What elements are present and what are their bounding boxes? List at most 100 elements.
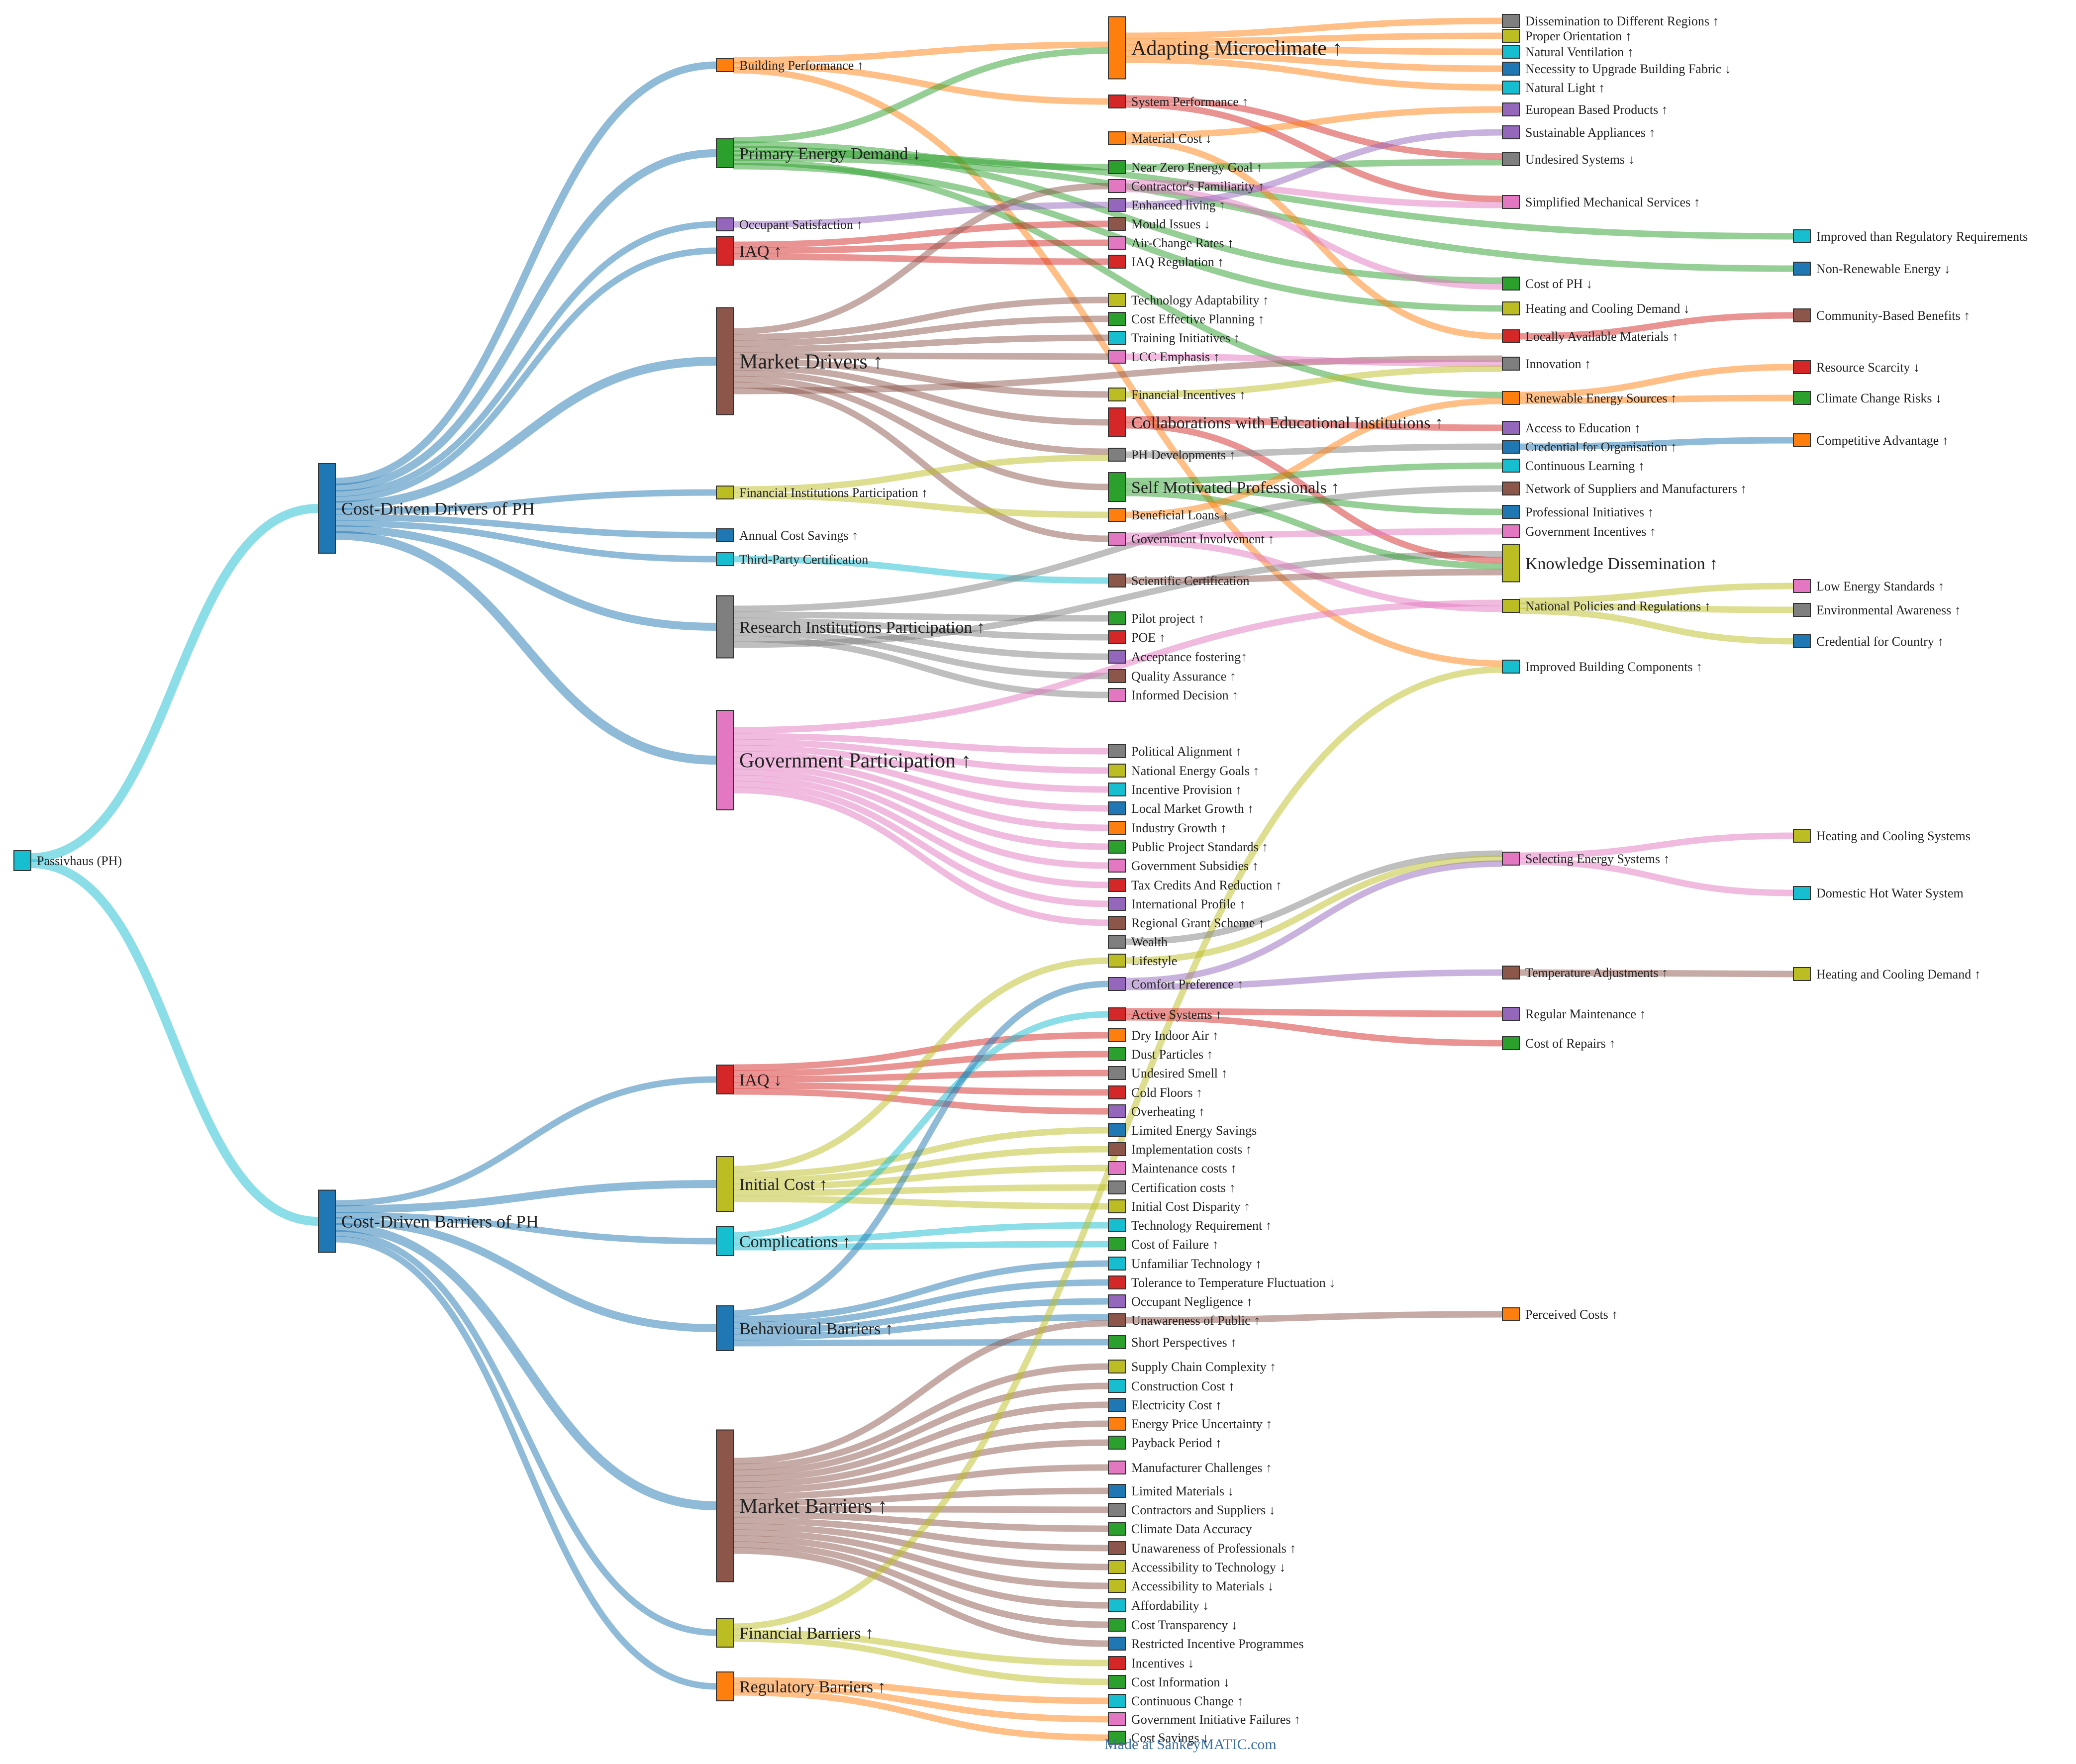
link-drv-to-iaq1: [335, 247, 717, 503]
link-mb-to-aff: [733, 1535, 1109, 1609]
node-label-cda: Climate Data Accuracy: [1131, 1522, 1252, 1536]
node-mi: [1108, 217, 1126, 231]
node-lam: [1502, 329, 1520, 343]
node-label-coph: Cost of PH ↓: [1525, 277, 1592, 291]
node-label-ls: Lifestyle: [1131, 954, 1177, 968]
node-po: [1502, 29, 1520, 43]
node-label-usm: Undesired Smell ↑: [1131, 1066, 1228, 1080]
link-mb-to-ripr: [733, 1547, 1109, 1647]
link-drv-to-rip: [335, 525, 717, 631]
node-label-pc: Perceived Costs ↑: [1525, 1307, 1618, 1322]
node-drv: [318, 463, 336, 554]
node-cei: [1108, 407, 1126, 437]
node-label-ped: Primary Energy Demand ↓: [739, 145, 921, 163]
link-fb-to-ci: [733, 1635, 1109, 1685]
node-fip: [716, 486, 734, 499]
node-label-lam: Locally Available Materials ↑: [1525, 329, 1679, 344]
link-npr-to-lesd: [1519, 583, 1794, 604]
link-comp-to-as: [733, 1011, 1109, 1239]
link-md-to-ti: [733, 334, 1109, 353]
node-iaqr: [1108, 255, 1126, 269]
link-ph-to-bar: [30, 859, 319, 1226]
link-lam-to-cbb: [1519, 312, 1794, 340]
link-smp-to-pi: [1125, 484, 1503, 515]
link-iaq2-to-dia: [733, 1032, 1109, 1071]
node-label-ctr: Cost Transparency ↓: [1131, 1618, 1238, 1632]
link-md-to-fi: [733, 358, 1109, 398]
node-label-iaqr: IAQ Regulation ↑: [1131, 255, 1224, 269]
node-ip: [1108, 783, 1126, 796]
node-label-lm: Limited Materials ↓: [1131, 1484, 1234, 1498]
link-drv-to-gp: [335, 531, 717, 765]
node-rgs: [1108, 916, 1126, 930]
node-cfo: [1502, 440, 1520, 454]
node-rip: [716, 595, 734, 659]
node-inn: [1502, 357, 1520, 371]
node-label-ccr: Climate Change Risks ↓: [1816, 391, 1942, 405]
node-csv: [1108, 1731, 1126, 1745]
node-label-ebp: European Based Products ↑: [1525, 102, 1668, 117]
link-as-to-rm: [1125, 1008, 1503, 1017]
node-label-pi: Professional Initiatives ↑: [1525, 505, 1654, 519]
node-dia: [1108, 1028, 1126, 1042]
link-gp-to-npr: [733, 599, 1503, 734]
link-comp-to-cof: [733, 1241, 1109, 1251]
node-pps: [1108, 840, 1126, 854]
link-gp-to-ip: [733, 745, 1109, 793]
link-am-to-nl: [1125, 56, 1503, 91]
node-label-ci: Cost Information ↓: [1131, 1675, 1230, 1689]
node-cl: [1502, 459, 1520, 473]
link-rb-to-cch: [733, 1677, 1109, 1704]
link-cf-to-sms: [1125, 180, 1503, 208]
node-lmg: [1108, 801, 1126, 815]
link-bb-to-ut: [733, 1260, 1109, 1323]
link-res-to-ccr: [1519, 394, 1794, 404]
node-scc: [1108, 1360, 1126, 1373]
node-label-iaq1: IAQ ↑: [739, 242, 782, 261]
node-uds: [1502, 152, 1520, 166]
node-label-mi: Mould Issues ↓: [1131, 217, 1210, 231]
link-cei-to-ate: [1125, 416, 1503, 431]
link-cp-to-tadj: [1125, 969, 1503, 990]
node-cfc: [1793, 634, 1811, 648]
link-bar-to-bb: [335, 1217, 717, 1332]
node-label-cec: Certification costs ↑: [1131, 1180, 1235, 1195]
link-sp-to-sms: [1125, 101, 1503, 202]
node-label-ginc: Government Incentives ↑: [1525, 524, 1656, 539]
link-mb-to-atm: [733, 1529, 1109, 1589]
node-label-ti: Training Initiatives ↑: [1131, 331, 1240, 345]
node-pbp: [1108, 1436, 1126, 1450]
node-label-ea: Environmental Awareness ↑: [1816, 603, 1961, 617]
link-drv-to-fip: [335, 489, 717, 515]
node-label-dp: Dust Particles ↑: [1131, 1047, 1213, 1062]
node-label-nubf: Necessity to Upgrade Building Fabric ↓: [1525, 62, 1731, 76]
link-cei-to-kd: [1125, 422, 1503, 564]
node-label-drv: Cost-Driven Drivers of PH: [341, 499, 535, 519]
node-ddr: [1502, 14, 1520, 28]
node-label-fi: Financial Incentives ↑: [1131, 388, 1246, 402]
node-gif: [1108, 1712, 1126, 1726]
node-inc: [1108, 1656, 1126, 1670]
node-label-rgs: Regional Grant Scheme ↑: [1131, 916, 1265, 930]
link-ses-to-dhw: [1519, 858, 1794, 896]
node-label-am: Adapting Microclimate ↑: [1131, 37, 1343, 60]
node-pc: [1502, 1307, 1520, 1321]
node-bl: [1108, 508, 1126, 522]
node-ig: [1108, 821, 1126, 835]
link-tadj-to-hcd2: [1519, 969, 1794, 978]
link-mb-to-ctr: [733, 1541, 1109, 1628]
node-ebp: [1502, 102, 1520, 116]
node-label-cl: Continuous Learning ↑: [1525, 459, 1645, 473]
node-label-up: Unawareness of Public ↑: [1131, 1313, 1260, 1328]
node-label-inc: Incentives ↓: [1131, 1656, 1194, 1670]
node-lm: [1108, 1484, 1126, 1498]
node-les: [1108, 1123, 1126, 1137]
node-label-cch: Continuous Change ↑: [1131, 1694, 1243, 1708]
link-ses-to-hcs: [1519, 832, 1794, 859]
link-ls-to-ses: [1125, 855, 1503, 964]
node-label-smp: Self Motivated Professionals ↑: [1131, 479, 1339, 497]
link-gi-to-ginc: [1125, 528, 1503, 539]
link-bar-to-fb: [335, 1230, 717, 1636]
node-rsc: [1793, 360, 1811, 374]
